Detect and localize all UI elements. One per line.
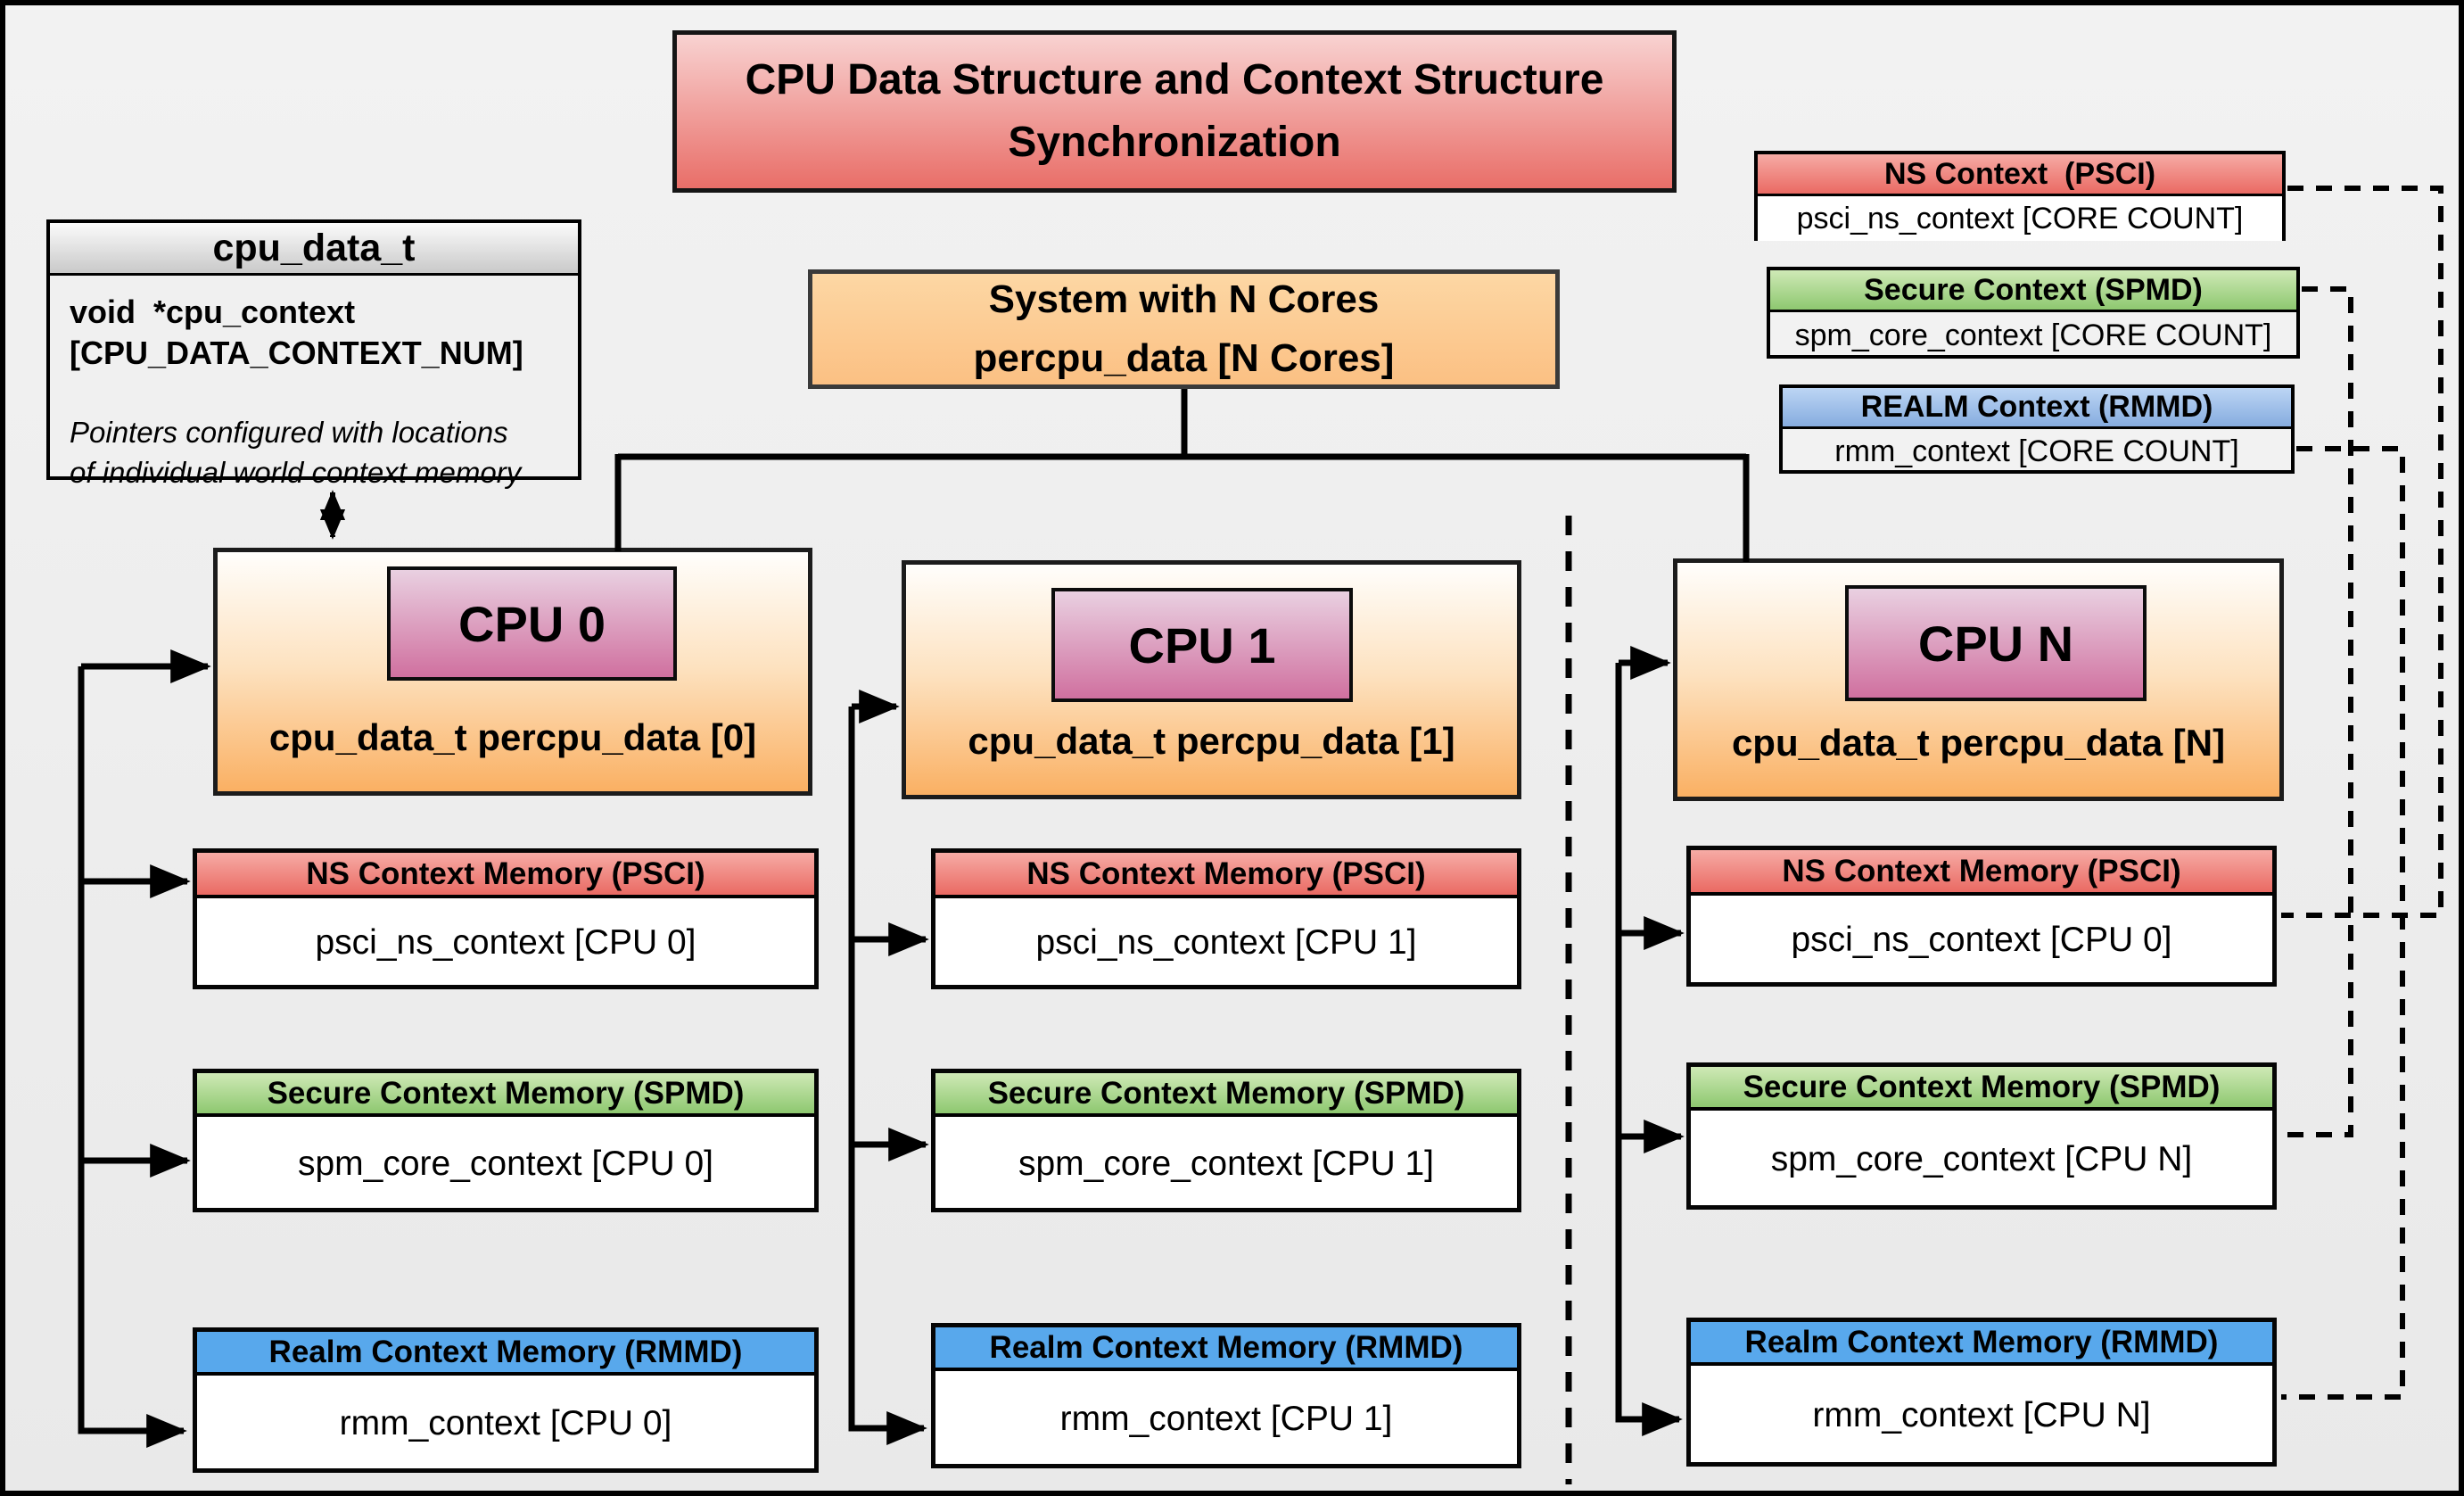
legend-ns-context-psci: NS Context (PSCI) psci_ns_context [CORE … xyxy=(1754,151,2286,241)
cpu1-ns-body: psci_ns_context [CPU 1] xyxy=(1035,923,1417,962)
cpun-secure-header: Secure Context Memory (SPMD) xyxy=(1691,1067,2272,1111)
cpun-realm-context-box: Realm Context Memory (RMMD) rmm_context … xyxy=(1686,1318,2277,1467)
legend-ns-dashed-link xyxy=(2281,186,2443,918)
cpun-secure-context-box: Secure Context Memory (SPMD) spm_core_co… xyxy=(1686,1062,2277,1210)
cpu1-secure-body: spm_core_context [CPU 1] xyxy=(1018,1144,1435,1183)
cpu-data-t-header: cpu_data_t xyxy=(50,223,578,276)
cpu-data-t-note-line2: of individual world context memory xyxy=(70,455,522,489)
cpu0-realm-context-box: Realm Context Memory (RMMD) rmm_context … xyxy=(193,1327,819,1473)
cpu1-box: CPU 1 cpu_data_t percpu_data [1] xyxy=(902,560,1521,799)
cpun-realm-body: rmm_context [CPU N] xyxy=(1812,1395,2151,1434)
cpu1-ns-context-box: NS Context Memory (PSCI) psci_ns_context… xyxy=(931,848,1521,989)
diagram-title-line2: Synchronization xyxy=(1008,119,1341,166)
cpu1-realm-header: Realm Context Memory (RMMD) xyxy=(935,1327,1517,1371)
cpu0-ns-body: psci_ns_context [CPU 0] xyxy=(315,923,696,962)
legend-secure-body: spm_core_context [CORE COUNT] xyxy=(1794,318,2272,352)
cpun-arrow-realm xyxy=(1615,663,1683,1436)
cpun-ns-header: NS Context Memory (PSCI) xyxy=(1691,850,2272,896)
cpu0-secure-body: spm_core_context [CPU 0] xyxy=(297,1144,714,1183)
cpu1-secure-context-box: Secure Context Memory (SPMD) spm_core_co… xyxy=(931,1069,1521,1212)
cpu-data-t-struct-box: cpu_data_t void *cpu_context [CPU_DATA_C… xyxy=(46,219,581,489)
cpun-ns-body: psci_ns_context [CPU 0] xyxy=(1791,921,2172,959)
cpu-data-t-field-line2: [CPU_DATA_CONTEXT_NUM] xyxy=(70,335,523,372)
cpun-name-plate: CPU N xyxy=(1845,585,2147,701)
legend-secure-header: Secure Context (SPMD) xyxy=(1770,270,2296,312)
cpu0-secure-header: Secure Context Memory (SPMD) xyxy=(197,1073,814,1117)
cpu0-secure-context-box: Secure Context Memory (SPMD) spm_core_co… xyxy=(193,1069,819,1212)
cpu-data-t-body: void *cpu_context [CPU_DATA_CONTEXT_NUM]… xyxy=(50,276,578,508)
cpun-realm-header: Realm Context Memory (RMMD) xyxy=(1691,1322,2272,1366)
diagram-title: CPU Data Structure and Context Structure… xyxy=(672,30,1677,193)
system-tree-connector xyxy=(614,389,1750,562)
cpu0-ns-context-box: NS Context Memory (PSCI) psci_ns_context… xyxy=(193,848,819,989)
cpun-data-label: cpu_data_t percpu_data [N] xyxy=(1731,722,2226,764)
cpu0-realm-body: rmm_context [CPU 0] xyxy=(339,1403,672,1442)
diagram-title-line1: CPU Data Structure and Context Structure xyxy=(745,56,1604,104)
cpu1-realm-body: rmm_context [CPU 1] xyxy=(1059,1399,1393,1438)
cpu-data-t-note-line1: Pointers configured with locations xyxy=(70,416,508,450)
legend-ns-body: psci_ns_context [CORE COUNT] xyxy=(1758,196,2282,241)
cpu1-data-label: cpu_data_t percpu_data [1] xyxy=(968,720,1455,762)
legend-realm-body: rmm_context [CORE COUNT] xyxy=(1834,434,2239,468)
cpu0-ns-header: NS Context Memory (PSCI) xyxy=(197,853,814,898)
legend-realm-header: REALM Context (RMMD) xyxy=(1783,388,2291,429)
cpu1-arrow-realm xyxy=(848,707,927,1445)
cpu1-name-plate: CPU 1 xyxy=(1051,588,1353,702)
cpu1-secure-header: Secure Context Memory (SPMD) xyxy=(935,1073,1517,1117)
legend-secure-context-spmd: Secure Context (SPMD) spm_core_context [… xyxy=(1767,267,2300,359)
cpun-secure-body: spm_core_context [CPU N] xyxy=(1770,1139,2193,1178)
cpu0-box: CPU 0 cpu_data_t percpu_data [0] xyxy=(213,548,812,796)
legend-ns-header: NS Context (PSCI) xyxy=(1758,154,2282,196)
cpu1-realm-context-box: Realm Context Memory (RMMD) rmm_context … xyxy=(931,1323,1521,1468)
cpun-pointer-trunk xyxy=(1615,646,1685,1436)
system-box-line2: percpu_data [N Cores] xyxy=(973,336,1395,380)
cpun-box: CPU N cpu_data_t percpu_data [N] xyxy=(1673,558,2284,801)
cpu0-arrow-realm xyxy=(78,666,187,1448)
cpu1-pointer-trunk xyxy=(848,690,929,1445)
legend-realm-context-rmmd: REALM Context (RMMD) rmm_context [CORE C… xyxy=(1779,384,2295,474)
cpu-data-t-note: Pointers configured with locations of in… xyxy=(70,413,558,492)
system-n-cores-box: System with N Cores percpu_data [N Cores… xyxy=(808,269,1560,389)
legend-realm-dashed-link xyxy=(2281,446,2405,1400)
legend-dashed-links xyxy=(2281,186,2443,1400)
cpu0-realm-header: Realm Context Memory (RMMD) xyxy=(197,1332,814,1376)
cpu0-data-label: cpu_data_t percpu_data [0] xyxy=(268,716,757,758)
cpu-data-t-field-line1: void *cpu_context xyxy=(70,293,356,330)
system-box-line1: System with N Cores xyxy=(988,277,1380,321)
cpun-ns-context-box: NS Context Memory (PSCI) psci_ns_context… xyxy=(1686,846,2277,987)
cpu1-ns-header: NS Context Memory (PSCI) xyxy=(935,853,1517,898)
cpu0-pointer-trunk xyxy=(78,649,211,1448)
cpu0-name-plate: CPU 0 xyxy=(387,566,677,681)
